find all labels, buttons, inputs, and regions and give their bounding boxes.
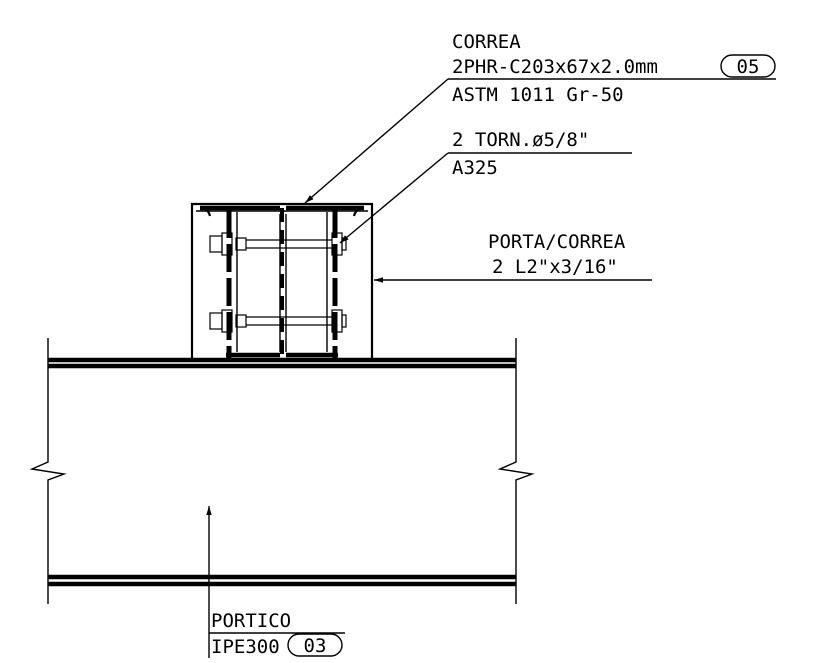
portico-title: PORTICO <box>211 610 291 632</box>
correa-callout: CORREA 2PHR-C203x67x2.0mm 05 ASTM 1011 G… <box>304 31 776 204</box>
bolts-grade: A325 <box>452 157 498 179</box>
bolt-bottom-end <box>341 314 347 328</box>
bolts-leader <box>339 152 449 244</box>
bolts-callout: 2 TORN.ø5/8" A325 <box>339 129 632 244</box>
correa-title: CORREA <box>452 31 521 53</box>
bolt-bottom <box>209 309 347 333</box>
porta-correa-title: PORTA/CORREA <box>488 231 626 253</box>
left-break-line <box>29 338 67 604</box>
portico-tag-bubble <box>287 633 343 657</box>
purlin-left-curl <box>199 206 212 217</box>
bolt-bottom-washer-left <box>221 309 233 333</box>
bolt-top-head-left <box>209 235 223 253</box>
angle-outline <box>190 202 374 358</box>
bolt-bottom-head-left <box>209 312 223 330</box>
bolts-spec: 2 TORN.ø5/8" <box>452 129 589 151</box>
correa-tag-bubble <box>720 54 776 78</box>
portico-tag: 03 <box>304 635 327 657</box>
porta-correa-angles <box>190 202 374 358</box>
portico-section: IPE300 <box>211 636 280 658</box>
portico-callout: PORTICO IPE300 03 <box>206 506 345 658</box>
correa-purlins <box>196 205 368 358</box>
bolt-top-washer-left <box>221 232 233 256</box>
correa-material: ASTM 1011 Gr-50 <box>452 84 624 106</box>
ipe300-beam <box>29 338 535 604</box>
bolt-top-nut-left <box>235 237 247 251</box>
bolt-bottom-nut-left <box>235 314 247 328</box>
correa-tag: 05 <box>737 56 760 78</box>
porta-correa-section: 2 L2"x3/16" <box>492 256 618 278</box>
bolt-top <box>209 232 347 256</box>
correa-section: 2PHR-C203x67x2.0mm <box>452 56 658 78</box>
purlin-right-curl <box>352 206 365 217</box>
porta-correa-callout: PORTA/CORREA 2 L2"x3/16" <box>374 231 652 283</box>
right-break-line <box>497 338 535 604</box>
correa-leader <box>304 78 449 204</box>
